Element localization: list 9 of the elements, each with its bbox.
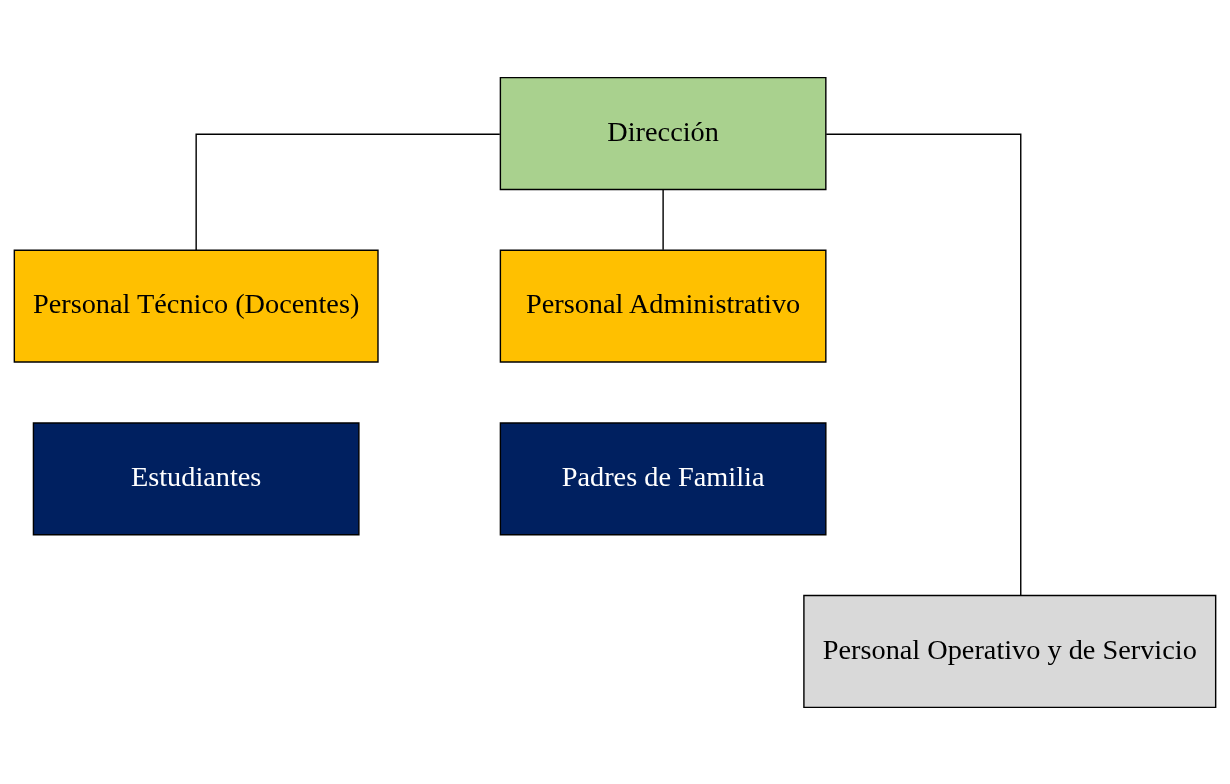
node-box: Personal Administrativo xyxy=(499,249,827,363)
connector xyxy=(825,133,1022,596)
node-box: Padres de Familia xyxy=(499,421,827,535)
node-box: Personal Operativo y de Servicio xyxy=(803,594,1217,708)
node-box: Dirección xyxy=(499,76,827,190)
connector xyxy=(195,133,501,251)
connector xyxy=(662,188,664,251)
node-box: Estudiantes xyxy=(32,421,360,535)
node-box: Personal Técnico (Docentes) xyxy=(13,249,379,363)
